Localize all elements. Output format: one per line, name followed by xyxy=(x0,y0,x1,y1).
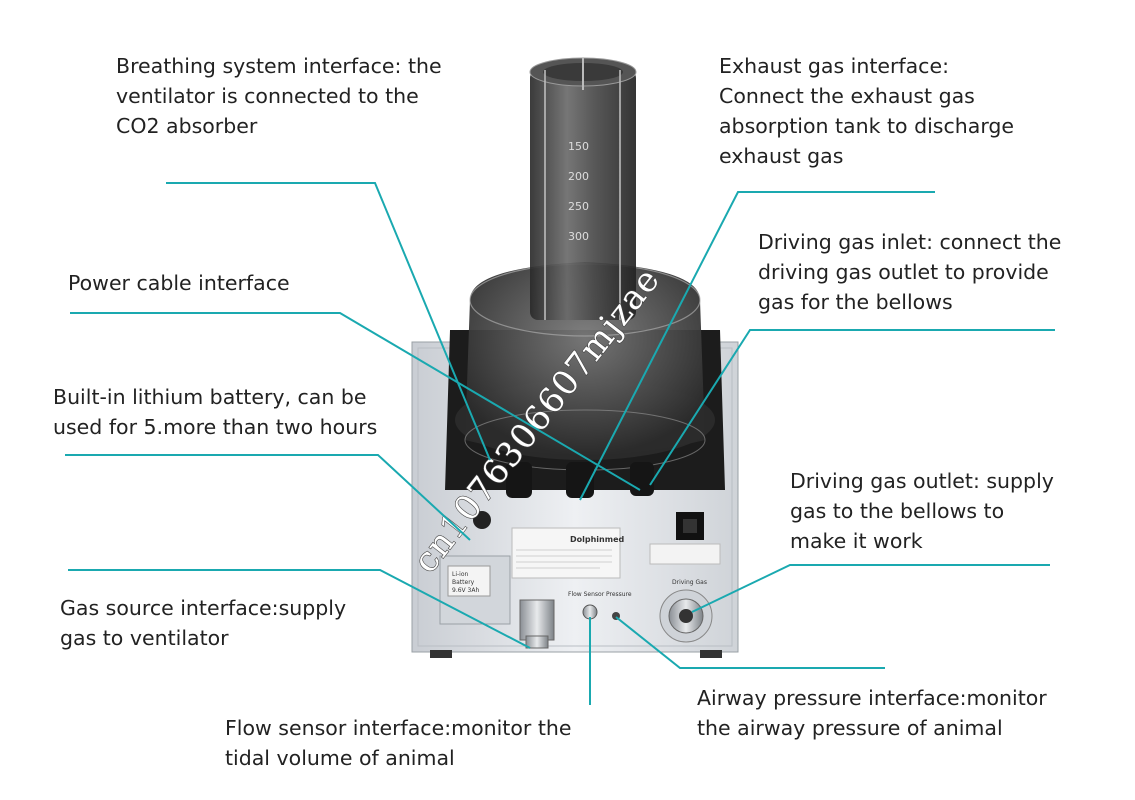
front-connectors xyxy=(519,589,713,649)
battery-label-line3: 9.6V 3Ah xyxy=(452,587,479,594)
leader-gas-source xyxy=(68,569,531,649)
port-label-pressure: Pressure xyxy=(606,591,632,598)
label-flow-sensor-interface: Flow sensor interface:monitor the tidal … xyxy=(225,716,572,770)
battery-sticker xyxy=(447,565,491,597)
scale-250: 250 xyxy=(568,200,589,213)
label-driving-gas-inlet: Driving gas inlet: connect the driving g… xyxy=(758,230,1062,314)
leader-breathing xyxy=(166,182,491,461)
label-breathing-system-interface: Breathing system interface: the ventilat… xyxy=(116,54,442,138)
label-airway-pressure-interface: Airway pressure interface:monitor the ai… xyxy=(697,686,1047,740)
leader-lines xyxy=(65,182,1055,705)
label-built-in-battery: Built-in lithium battery, can be used fo… xyxy=(53,385,378,439)
leader-driving-inlet xyxy=(649,329,1055,486)
label-exhaust-gas-interface: Exhaust gas interface: Connect the exhau… xyxy=(719,54,1015,168)
spec-label xyxy=(511,527,621,579)
label-driving-gas-outlet: Driving gas outlet: supply gas to the be… xyxy=(790,469,1054,553)
battery-label-line1: Li-ion xyxy=(452,571,469,578)
scale-150: 150 xyxy=(568,140,589,153)
label-power-cable-interface: Power cable interface xyxy=(68,271,290,295)
leader-power xyxy=(70,312,641,491)
brand-text: Dolphinmed xyxy=(570,535,625,544)
leader-battery xyxy=(65,454,471,541)
port-label-flow: Flow Sensor xyxy=(568,591,605,598)
scale-200: 200 xyxy=(568,170,589,183)
leader-exhaust xyxy=(579,191,935,501)
top-ports xyxy=(473,462,704,540)
bellows-cylinder: 150 200 250 300 xyxy=(529,57,637,320)
port-label-driving-gas: Driving Gas xyxy=(672,579,707,586)
label-gas-source-interface: Gas source interface:supply gas to venti… xyxy=(60,596,347,650)
battery-label-line2: Battery xyxy=(452,579,475,586)
scale-300: 300 xyxy=(568,230,589,243)
leader-driving-outlet xyxy=(691,564,1050,613)
leader-airway xyxy=(615,616,885,669)
